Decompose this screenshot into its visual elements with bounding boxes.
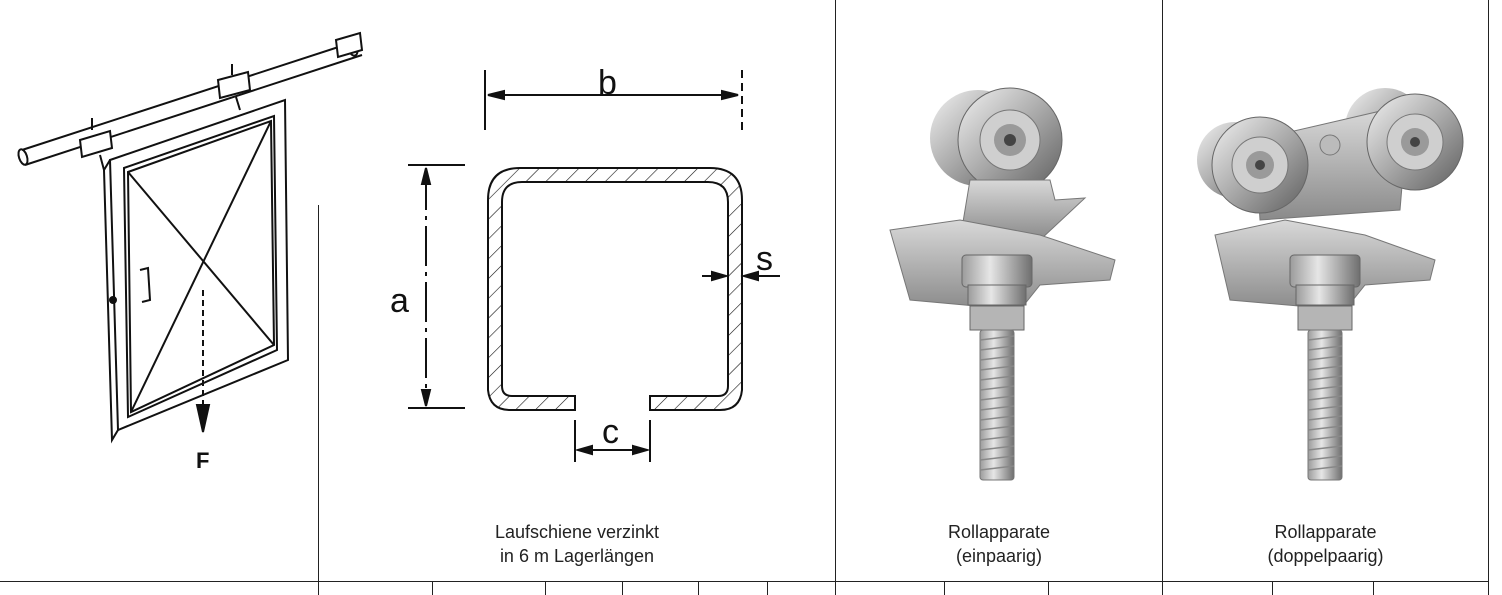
table-column-stub <box>944 581 945 595</box>
table-column-stub <box>1272 581 1273 595</box>
roller-single-caption-line2: (einpaarig) <box>955 546 1043 566</box>
force-label: F <box>196 448 209 473</box>
table-column-stub <box>622 581 623 595</box>
roller-double-caption: Rollapparate (doppelpaarig) <box>1163 520 1488 568</box>
table-column-stub <box>432 581 433 595</box>
roller-single-caption: Rollapparate (einpaarig) <box>836 520 1162 568</box>
divider-roller-mid <box>1162 0 1163 595</box>
roller-single-caption-line1: Rollapparate <box>947 522 1051 542</box>
table-column-stub <box>698 581 699 595</box>
dimension-s-label: s <box>756 240 773 278</box>
divider-rail-right <box>835 0 836 595</box>
roller-double-photo <box>1197 88 1464 481</box>
divider-rail-left <box>318 205 319 595</box>
table-column-stub <box>767 581 768 595</box>
table-header-line <box>0 581 1489 582</box>
table-column-stub <box>545 581 546 595</box>
dimension-a-label: a <box>390 282 409 320</box>
dimension-c-label: c <box>602 413 619 451</box>
table-column-stub <box>1373 581 1374 595</box>
divider-right-edge <box>1488 0 1489 595</box>
sliding-door-drawing: F <box>17 31 364 473</box>
rail-caption: Laufschiene verzinkt in 6 m Lagerlängen <box>319 520 835 568</box>
roller-double-caption-line2: (doppelpaarig) <box>1267 546 1384 566</box>
table-column-stub <box>1048 581 1049 595</box>
roller-double-caption-line1: Rollapparate <box>1274 522 1377 542</box>
roller-single-photo <box>889 87 1116 481</box>
rail-caption-line1: Laufschiene verzinkt <box>494 522 660 542</box>
rail-cross-section-drawing: b a c s <box>390 64 780 462</box>
dimension-b-label: b <box>598 64 617 102</box>
rail-caption-line2: in 6 m Lagerlängen <box>499 546 655 566</box>
